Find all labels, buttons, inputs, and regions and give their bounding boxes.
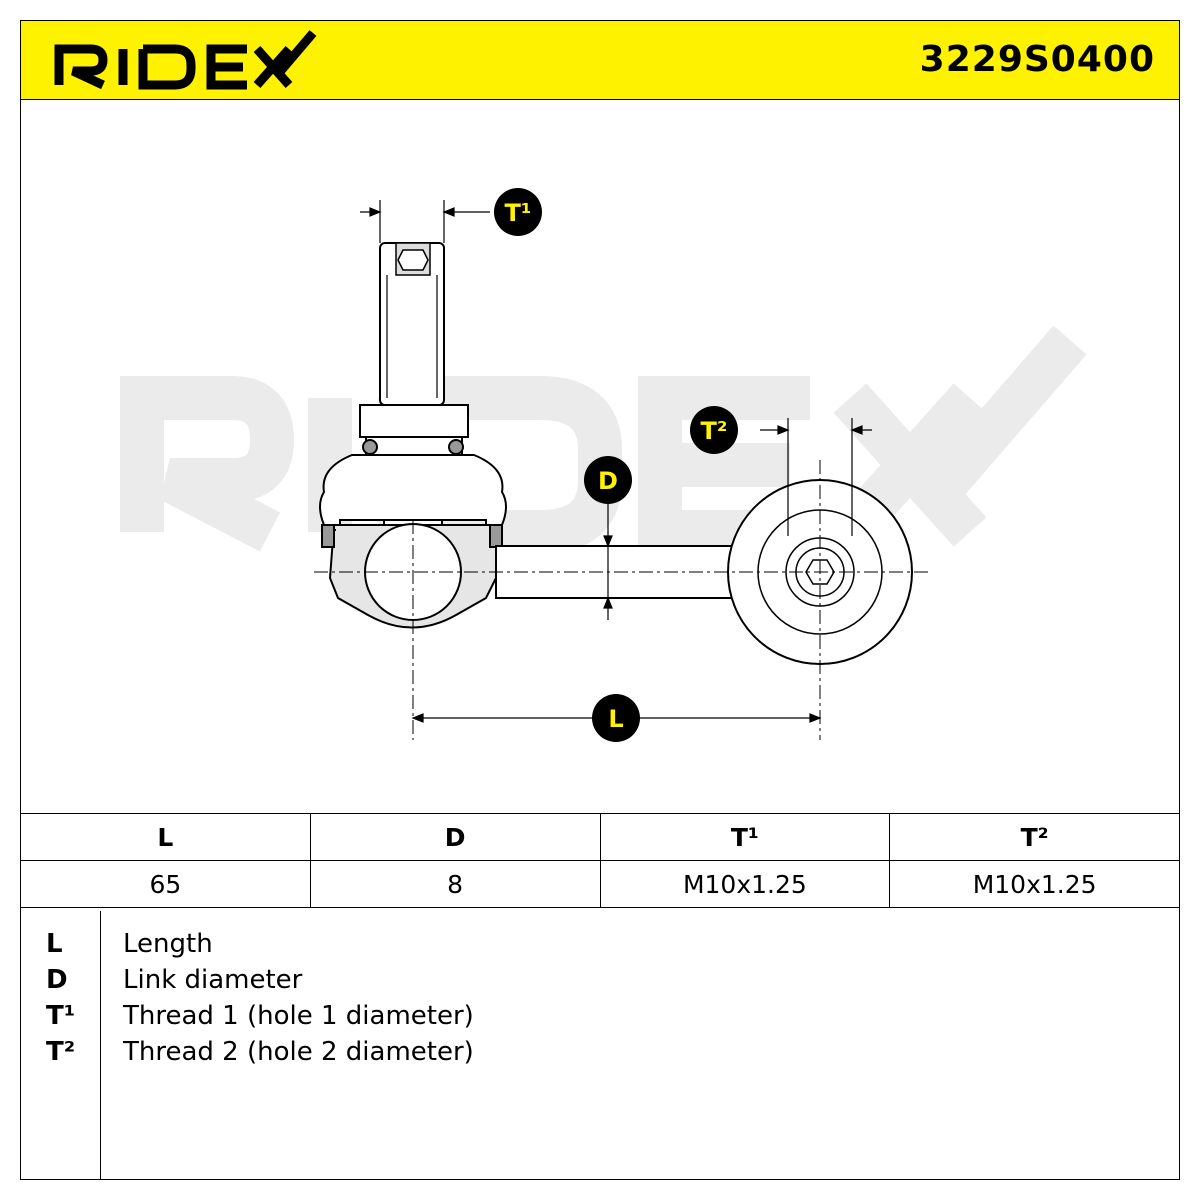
legend-text: Length (123, 929, 213, 959)
technical-drawing: T¹ T² D L (120, 188, 1087, 742)
ball-joint-housing (319, 439, 507, 629)
spec-value-l: 65 (20, 860, 311, 908)
callout-d: D (584, 456, 632, 504)
callout-t2-label: T² (701, 417, 728, 445)
legend-key: T² (46, 1037, 76, 1067)
legend-row: D Link diameter (20, 965, 1180, 1001)
callout-l-label: L (608, 705, 623, 733)
callout-t1: T¹ (494, 188, 542, 236)
legend-text: Thread 2 (hole 2 diameter) (123, 1037, 474, 1067)
spec-table-header-row: L D T¹ T² (20, 813, 1180, 861)
legend-key: L (46, 929, 63, 959)
legend-text: Thread 1 (hole 1 diameter) (123, 1001, 474, 1031)
ridex-logo (54, 30, 317, 90)
spec-header-t2: T² (889, 813, 1180, 861)
legend-row: T² Thread 2 (hole 2 diameter) (20, 1037, 1180, 1073)
spec-header-t1: T¹ (599, 813, 891, 861)
spec-header-l: L (20, 813, 311, 861)
spec-value-t2: M10x1.25 (889, 860, 1180, 908)
callout-t1-label: T¹ (505, 199, 532, 227)
spec-value-t1: M10x1.25 (599, 860, 891, 908)
legend-text: Link diameter (123, 965, 303, 995)
callout-l: L (592, 694, 640, 742)
legend-row: T¹ Thread 1 (hole 1 diameter) (20, 1001, 1180, 1037)
legend-key: D (46, 965, 68, 995)
part-number: 3229S0400 (919, 39, 1155, 80)
spec-header-d: D (309, 813, 601, 861)
callout-t2: T² (690, 406, 738, 454)
callout-d-label: D (598, 467, 618, 495)
spec-table: L D T¹ T² 65 8 M10x1.25 M10x1.25 (20, 813, 1180, 908)
legend-row: L Length (20, 929, 1180, 965)
legend: L Length D Link diameter T¹ Thread 1 (ho… (20, 911, 1180, 1180)
center-lines (314, 460, 930, 740)
spec-value-d: 8 (309, 860, 601, 908)
legend-key: T¹ (46, 1001, 76, 1031)
spec-table-value-row: 65 8 M10x1.25 M10x1.25 (20, 860, 1180, 908)
header-bar: 3229S0400 (20, 20, 1180, 100)
legend-divider (100, 911, 101, 1180)
